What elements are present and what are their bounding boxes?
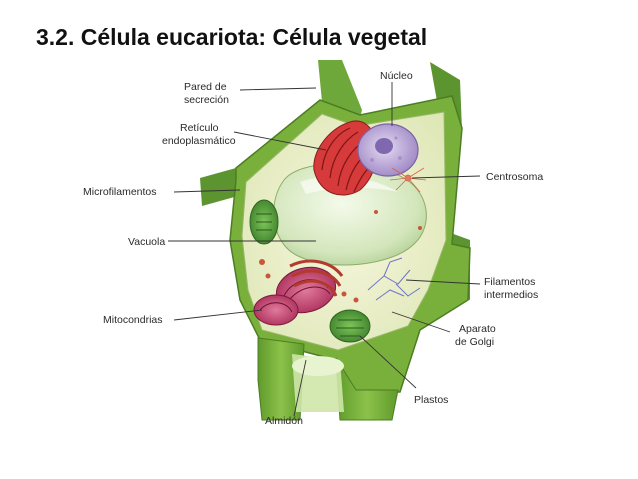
label-reticulo: Retículo endoplasmático xyxy=(162,122,236,147)
nucleus xyxy=(358,124,418,176)
label-pared-secrecion: Pared de secreción xyxy=(184,81,230,106)
label-plastos: Plastos xyxy=(414,394,448,406)
label-golgi: Aparato de Golgi xyxy=(455,323,499,348)
label-filamentos: Filamentos intermedios xyxy=(484,276,538,301)
label-vacuola: Vacuola xyxy=(128,236,165,248)
label-mitocondrias: Mitocondrias xyxy=(103,314,163,326)
label-nucleo: Núcleo xyxy=(380,70,413,82)
label-centrosoma: Centrosoma xyxy=(486,171,543,183)
label-almidon: Almidón xyxy=(265,415,303,427)
label-microfilamentos: Microfilamentos xyxy=(83,186,157,198)
